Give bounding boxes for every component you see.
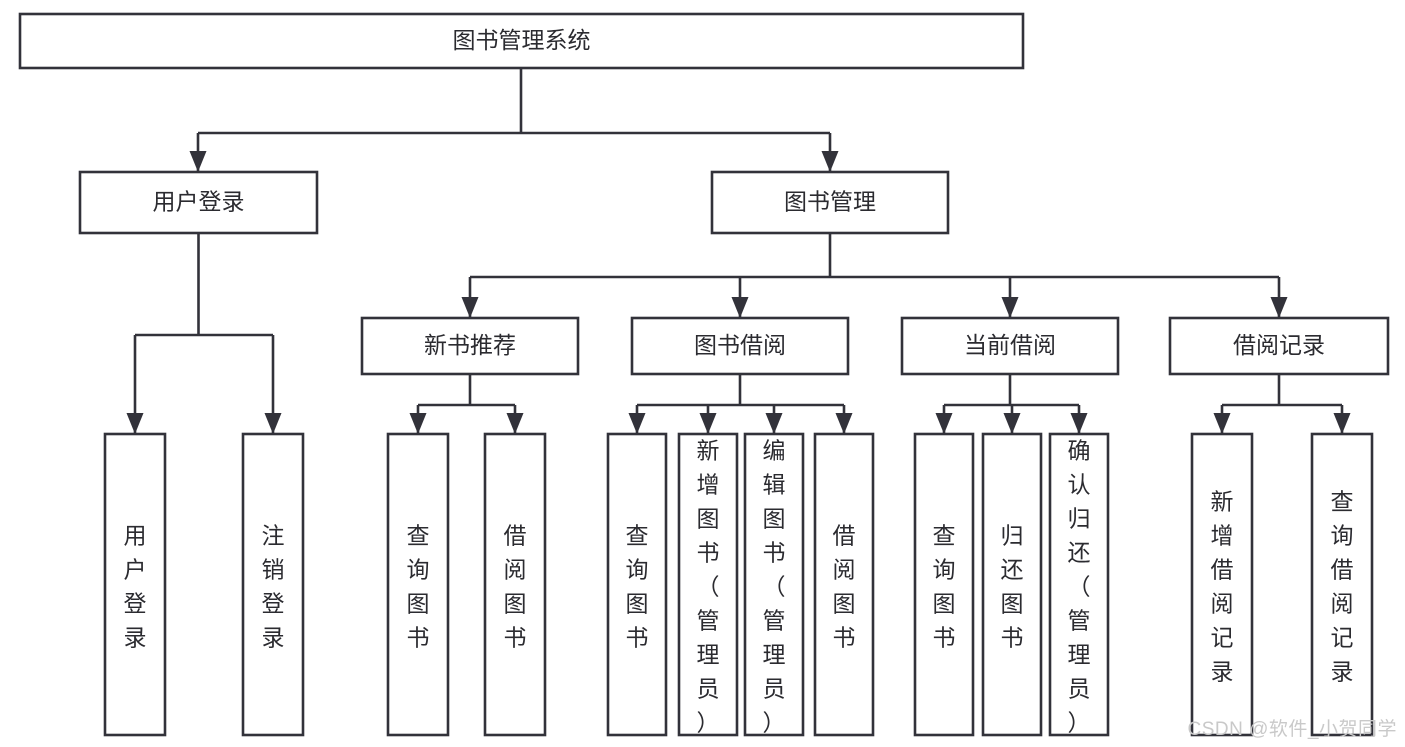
node-leaf-add-borrow-record[interactable]: 新增借阅记录 (1190, 432, 1254, 737)
arrow-to-book-manage-icon (821, 151, 839, 172)
node-leaf-logout[interactable]: 注销登录 (241, 432, 305, 737)
arrow-to-leaf-add-book-icon (699, 413, 717, 434)
node-label-new-book-recommend: 新书推荐 (424, 332, 516, 358)
arrow-to-leaf-logout-icon (264, 413, 282, 434)
node-leaf-query-book-1[interactable]: 查询图书 (386, 432, 450, 737)
node-label-leaf-query-book-2: 查询图书 (626, 523, 649, 651)
node-root[interactable]: 图书管理系统 (18, 12, 1025, 70)
node-label-leaf-query-borrow-record: 查询借阅记录 (1331, 489, 1354, 685)
node-leaf-query-borrow-record[interactable]: 查询借阅记录 (1310, 432, 1374, 737)
arrow-to-leaf-query-book-3-icon (935, 413, 953, 434)
arrow-to-leaf-return-book-icon (1003, 413, 1021, 434)
node-leaf-borrow-book-2[interactable]: 借阅图书 (813, 432, 875, 737)
arrow-to-leaf-user-login-icon (126, 413, 144, 434)
node-box-leaf-query-book-2[interactable] (606, 432, 668, 737)
node-box-leaf-add-borrow-record[interactable] (1190, 432, 1254, 737)
node-label-leaf-logout: 注销登录 (262, 523, 285, 651)
node-label-user-login: 用户登录 (153, 189, 245, 215)
node-leaf-query-book-3[interactable]: 查询图书 (913, 432, 975, 737)
node-label-book-manage: 图书管理 (784, 189, 876, 215)
node-book-manage[interactable]: 图书管理 (710, 170, 950, 235)
arrow-to-leaf-query-book-2-icon (628, 413, 646, 434)
node-box-book-borrow[interactable] (630, 316, 850, 376)
arrow-to-leaf-query-borrow-record-icon (1333, 413, 1351, 434)
node-box-leaf-return-book[interactable] (981, 432, 1043, 737)
node-box-leaf-confirm-return[interactable] (1048, 432, 1110, 737)
arrow-to-leaf-borrow-book-2-icon (835, 413, 853, 434)
node-box-leaf-query-book-3[interactable] (913, 432, 975, 737)
node-box-leaf-borrow-book-2[interactable] (813, 432, 875, 737)
node-new-book-recommend[interactable]: 新书推荐 (360, 316, 580, 376)
node-label-current-borrow: 当前借阅 (964, 332, 1056, 358)
arrow-to-leaf-borrow-book-1-icon (506, 413, 524, 434)
node-label-leaf-return-book: 归还图书 (1001, 523, 1024, 651)
node-box-leaf-borrow-book-1[interactable] (483, 432, 547, 737)
node-label-leaf-query-book-1: 查询图书 (407, 523, 430, 651)
arrow-to-book-borrow-icon (731, 297, 749, 318)
node-leaf-borrow-book-1[interactable]: 借阅图书 (483, 432, 547, 737)
node-borrow-record[interactable]: 借阅记录 (1168, 316, 1390, 376)
node-label-leaf-borrow-book-2: 借阅图书 (833, 523, 856, 651)
node-box-book-manage[interactable] (710, 170, 950, 235)
arrow-to-leaf-edit-book-icon (765, 413, 783, 434)
node-user-login[interactable]: 用户登录 (78, 170, 319, 235)
node-label-root: 图书管理系统 (453, 27, 591, 53)
arrow-to-current-borrow-icon (1001, 297, 1019, 318)
node-box-leaf-user-login[interactable] (103, 432, 167, 737)
node-leaf-user-login[interactable]: 用户登录 (103, 432, 167, 737)
arrow-to-borrow-record-icon (1270, 297, 1288, 318)
node-box-user-login[interactable] (78, 170, 319, 235)
node-leaf-edit-book[interactable]: 编辑图书（管理员） (743, 432, 805, 737)
node-leaf-return-book[interactable]: 归还图书 (981, 432, 1043, 737)
node-label-leaf-query-book-3: 查询图书 (933, 523, 956, 651)
node-box-leaf-query-borrow-record[interactable] (1310, 432, 1374, 737)
node-label-leaf-edit-book: 编辑图书（管理员） (763, 438, 786, 736)
connector-lines (126, 68, 1351, 434)
node-leaf-confirm-return[interactable]: 确认归还（管理员） (1048, 432, 1110, 737)
node-box-new-book-recommend[interactable] (360, 316, 580, 376)
node-book-borrow[interactable]: 图书借阅 (630, 316, 850, 376)
node-boxes: 图书管理系统用户登录图书管理新书推荐图书借阅当前借阅借阅记录用户登录注销登录查询… (18, 12, 1390, 737)
node-box-borrow-record[interactable] (1168, 316, 1390, 376)
node-current-borrow[interactable]: 当前借阅 (900, 316, 1120, 376)
node-label-leaf-add-borrow-record: 新增借阅记录 (1211, 489, 1234, 685)
arrow-to-new-book-recommend-icon (461, 297, 479, 318)
node-box-leaf-query-book-1[interactable] (386, 432, 450, 737)
node-label-book-borrow: 图书借阅 (694, 332, 786, 358)
arrow-to-leaf-add-borrow-record-icon (1213, 413, 1231, 434)
node-label-borrow-record: 借阅记录 (1233, 332, 1325, 358)
arrow-to-leaf-query-book-1-icon (409, 413, 427, 434)
arrow-to-user-login-icon (189, 151, 207, 172)
node-box-leaf-add-book[interactable] (677, 432, 739, 737)
node-box-leaf-logout[interactable] (241, 432, 305, 737)
node-label-leaf-add-book: 新增图书（管理员） (697, 438, 720, 736)
node-leaf-query-book-2[interactable]: 查询图书 (606, 432, 668, 737)
node-box-root[interactable] (18, 12, 1025, 70)
node-label-leaf-confirm-return: 确认归还（管理员） (1068, 438, 1091, 736)
arrow-to-leaf-confirm-return-icon (1070, 413, 1088, 434)
node-box-current-borrow[interactable] (900, 316, 1120, 376)
node-leaf-add-book[interactable]: 新增图书（管理员） (677, 432, 739, 737)
node-box-leaf-edit-book[interactable] (743, 432, 805, 737)
node-label-leaf-borrow-book-1: 借阅图书 (504, 523, 527, 651)
csdn-watermark: CSDN @软件_小贺同学 (1187, 719, 1397, 740)
node-label-leaf-user-login: 用户登录 (124, 523, 147, 651)
